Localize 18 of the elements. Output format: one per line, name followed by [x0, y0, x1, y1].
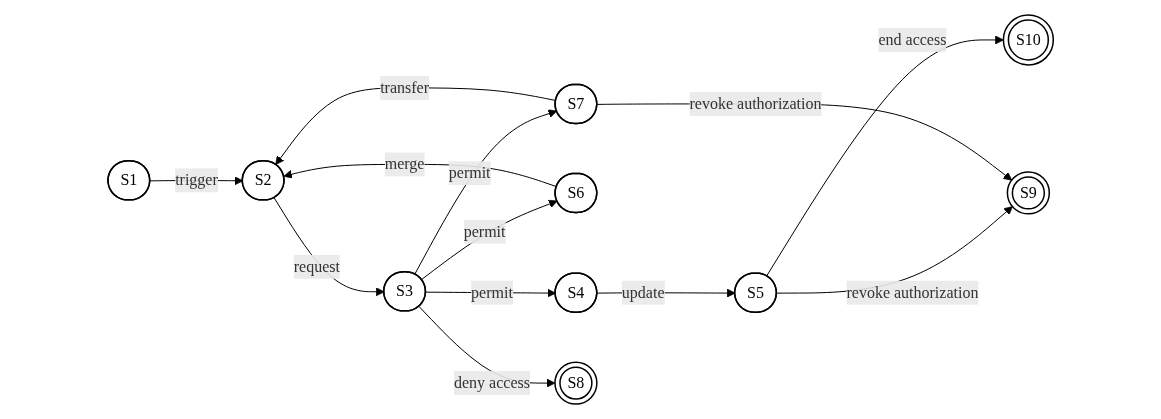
edge-label: permit [448, 164, 491, 182]
edge-label: merge [384, 155, 425, 173]
edge-label: revoke authorization [689, 94, 822, 112]
edge-label: trigger [174, 171, 218, 189]
node-circle: S8 [554, 361, 598, 405]
edge-label: update [621, 283, 665, 301]
edge-label: request [293, 257, 340, 275]
edge-label: deny access [453, 374, 530, 392]
arrow [420, 199, 558, 281]
arrow [414, 109, 557, 275]
edge-label: revoke authorization [846, 283, 979, 301]
edge-label: permit [470, 283, 513, 301]
edge-label: permit [463, 222, 506, 240]
edge-label: end access [878, 30, 947, 48]
edge-label: transfer [379, 78, 429, 96]
node-circle: S9 [1006, 171, 1050, 215]
node-circle: S10 [1002, 14, 1054, 66]
arrow [765, 35, 1004, 277]
